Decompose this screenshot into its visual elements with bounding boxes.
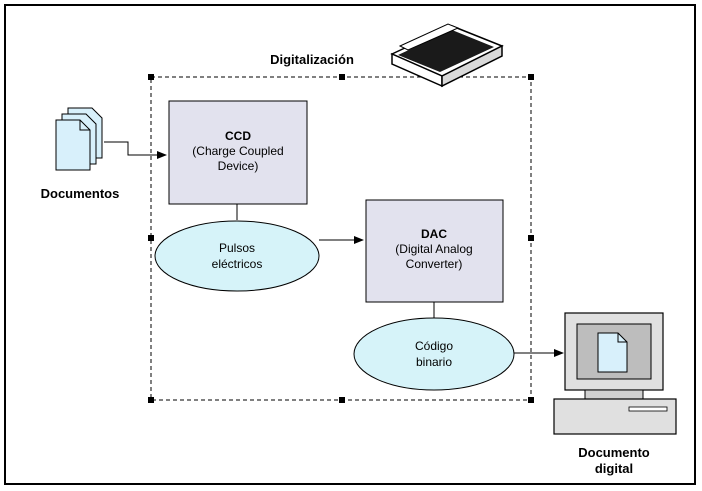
codigo-binario-ellipse <box>353 317 515 391</box>
ccd-title: CCD <box>225 129 251 143</box>
documents-icon <box>55 107 103 171</box>
pulsos-electricos-ellipse <box>154 220 320 292</box>
dac-line-2: (Digital Analog <box>395 242 472 256</box>
selection-handles <box>148 74 534 403</box>
scanner-icon <box>390 23 504 88</box>
documentos-label: Documentos <box>41 186 120 201</box>
codigo-line-1: Código <box>415 339 453 353</box>
computer-icon <box>553 312 677 435</box>
documento-digital-line-2: digital <box>595 461 633 476</box>
documento-digital-line-1: Documento <box>578 445 650 460</box>
ccd-line-3: Device) <box>218 159 259 173</box>
codigo-line-2: binario <box>416 355 452 369</box>
figure-frame <box>4 4 696 485</box>
arrow-documents-to-ccd <box>104 141 167 159</box>
digitalizacion-title: Digitalización <box>270 52 354 67</box>
ccd-box <box>168 100 308 205</box>
pulsos-line-1: Pulsos <box>219 241 255 255</box>
dac-title: DAC <box>421 227 447 241</box>
dac-line-3: Converter) <box>406 257 463 271</box>
ccd-line-2: (Charge Coupled <box>192 144 283 158</box>
pulsos-line-2: eléctricos <box>212 257 263 271</box>
